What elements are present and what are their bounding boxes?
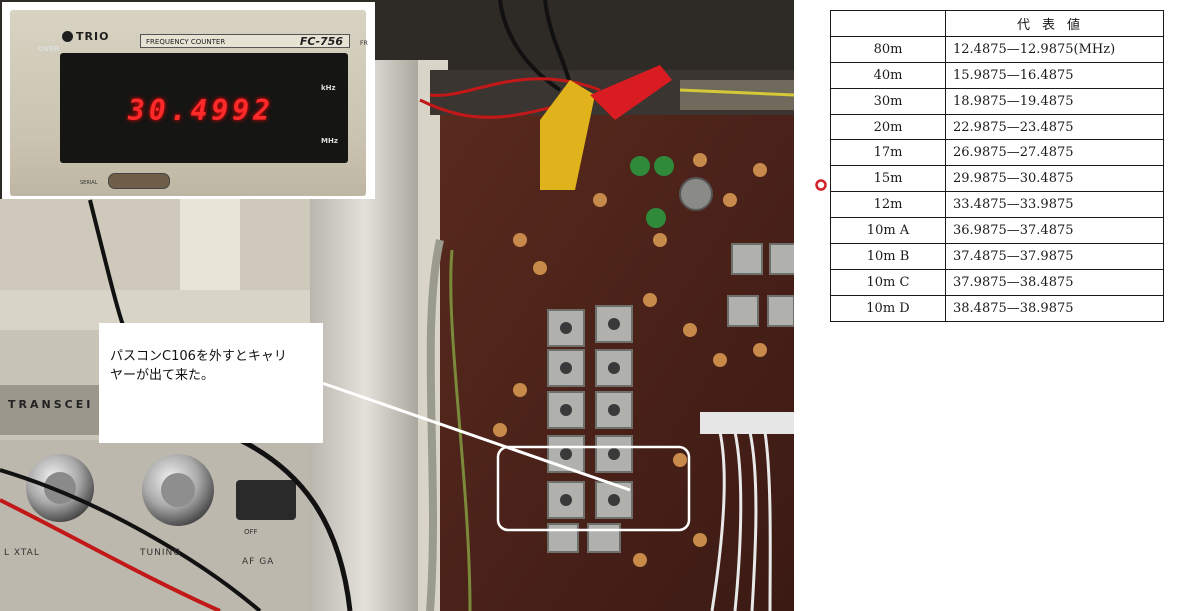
callout-line-2: ヤーが出て来た。 [110, 368, 215, 383]
transceiver-label: TRANSCEI [8, 398, 94, 411]
table-header-row: 代表値 [830, 10, 1164, 37]
over-label: OVER [38, 45, 60, 53]
range-cell: 38.4875—38.9875 [945, 294, 1164, 322]
table-header-value: 代表値 [945, 10, 1164, 37]
range-cell: 36.9875—37.4875 [945, 217, 1164, 245]
table-header-band [830, 10, 946, 37]
band-cell: 10m A [830, 217, 946, 245]
band-cell: 12m [830, 191, 946, 219]
photo: TRIO FREQUENCY COUNTER FC-756 OVER 30.49… [0, 0, 794, 611]
serial-label: SERIAL [80, 180, 98, 186]
band-cell: 30m [830, 87, 946, 115]
band-cell: 20m [830, 113, 946, 141]
khz-label: kHz [321, 84, 336, 92]
highlight-box [496, 445, 691, 532]
range-cell: 15.9875—16.4875 [945, 61, 1164, 89]
range-cell: 33.4875—33.9875 [945, 191, 1164, 219]
af-gain-label: AF GA [242, 557, 275, 567]
band-cell: 10m C [830, 268, 946, 296]
circuit-board-photo [0, 0, 794, 611]
callout-line-1: パスコンC106を外すとキャリ [110, 349, 287, 364]
range-cell: 26.9875—27.4875 [945, 139, 1164, 167]
frequency-reading: 30.4992 [128, 94, 275, 127]
range-cell: 29.9875—30.4875 [945, 165, 1164, 193]
callout-note: パスコンC106を外すとキャリ ヤーが出て来た。 [99, 323, 323, 443]
counter-side-text: FR [360, 40, 368, 47]
trio-logo: TRIO [62, 30, 109, 44]
range-cell: 18.9875—19.4875 [945, 87, 1164, 115]
range-cell: 22.9875—23.4875 [945, 113, 1164, 141]
counter-label: FREQUENCY COUNTER FC-756 [140, 34, 350, 48]
trio-logo-icon [62, 31, 73, 42]
counter-body: TRIO FREQUENCY COUNTER FC-756 OVER 30.49… [10, 10, 366, 196]
range-cell: 12.4875—12.9875(MHz) [945, 35, 1164, 63]
band-cell: 15m [830, 165, 946, 193]
frequency-counter-inset: TRIO FREQUENCY COUNTER FC-756 OVER 30.49… [2, 2, 375, 199]
band-cell: 17m [830, 139, 946, 167]
off-label: OFF [244, 528, 258, 536]
xtal-label: L XTAL [4, 548, 40, 558]
serial-plate [108, 173, 170, 189]
current-band-marker-icon [815, 179, 827, 191]
band-cell: 80m [830, 35, 946, 63]
mhz-label: MHz [321, 137, 338, 145]
band-cell: 40m [830, 61, 946, 89]
tuning-label: TUNING [140, 548, 182, 558]
callout-pointer [321, 381, 631, 492]
range-cell: 37.4875—37.9875 [945, 243, 1164, 270]
counter-model: FC-756 [299, 35, 343, 48]
band-cell: 10m B [830, 243, 946, 270]
range-cell: 37.9875—38.4875 [945, 268, 1164, 296]
led-display [60, 53, 348, 163]
band-cell: 10m D [830, 294, 946, 322]
